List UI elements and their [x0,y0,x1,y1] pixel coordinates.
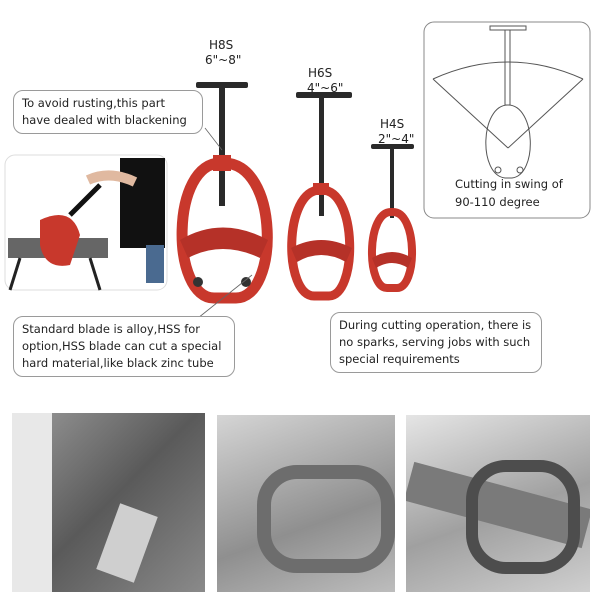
callout-line-blade [197,274,253,319]
swing-diagram [423,21,591,219]
usage-photo [4,154,168,291]
model-name-h4s: H4S [380,117,405,131]
model-range-h4s: 2"~4" [378,132,415,146]
model-name-h6s: H6S [308,66,333,80]
model-range-h6s: 4"~6" [307,81,344,95]
cutter-h8s-image [176,82,273,304]
swing-caption: Cutting in swing of 90-110 degree [455,177,563,209]
field-photo-2 [217,415,395,592]
callout-line-rust [204,127,223,151]
cutter-h4s-image [368,144,416,292]
callout-blade: Standard blade is alloy,HSS for option,H… [13,316,235,377]
model-range-h8s: 6"~8" [205,53,242,67]
cutter-h6s-image [287,92,355,301]
field-photo-3 [406,415,590,592]
model-name-h8s: H8S [209,38,234,52]
field-photo-1 [12,413,205,592]
callout-sparks: During cutting operation, there is no sp… [330,312,542,373]
callout-rust: To avoid rusting,this part have dealed w… [13,90,203,134]
